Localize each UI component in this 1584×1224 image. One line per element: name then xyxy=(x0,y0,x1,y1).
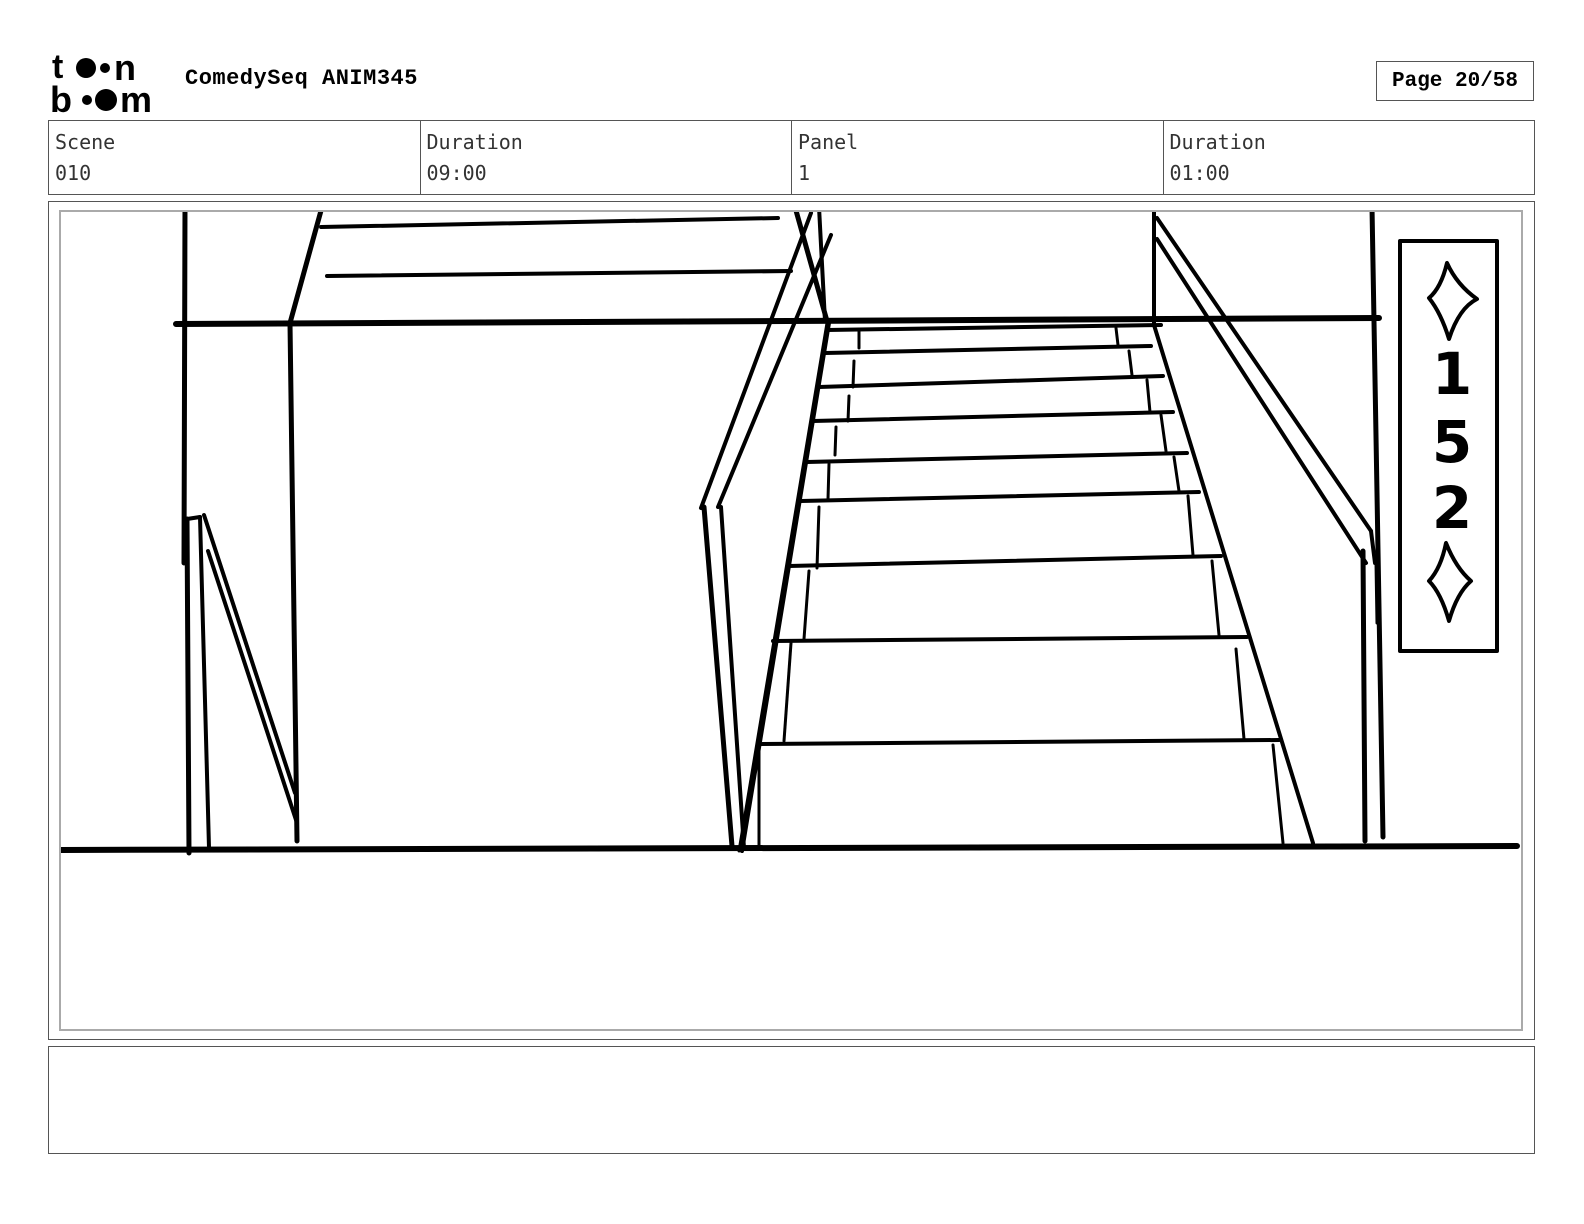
scene-duration-cell: Duration 09:00 xyxy=(421,121,792,194)
sign-digit-5: 5 xyxy=(1431,408,1473,476)
staircase-sketch xyxy=(61,212,1520,856)
sign-digit-2: 2 xyxy=(1431,474,1473,542)
sign-digit-1: 1 xyxy=(1431,340,1473,408)
scene-duration-label: Duration xyxy=(426,130,523,154)
scene-label: Scene xyxy=(55,130,116,154)
sparkle-icon xyxy=(1427,541,1473,623)
svg-text:n: n xyxy=(114,50,136,88)
project-title: ComedySeq ANIM345 xyxy=(185,66,418,91)
storyboard-panel: 1 5 2 xyxy=(48,201,1535,1040)
scene-cell: Scene 010 xyxy=(49,121,421,194)
panel-image-area: 1 5 2 xyxy=(59,210,1523,1031)
svg-text:t: t xyxy=(52,50,63,86)
scene-info-table: Scene 010 Duration 09:00 Panel 1 Duratio… xyxy=(48,120,1535,195)
scene-value: 010 xyxy=(55,161,92,185)
panel-label: Panel xyxy=(798,130,859,154)
page-number: Page 20/58 xyxy=(1376,61,1534,101)
svg-text:m: m xyxy=(120,79,152,116)
scene-duration-value: 09:00 xyxy=(426,161,487,185)
panel-duration-value: 01:00 xyxy=(1169,161,1230,185)
panel-duration-cell: Duration 01:00 xyxy=(1164,121,1535,194)
toon-boom-logo: t n b m xyxy=(50,50,166,116)
svg-text:b: b xyxy=(50,79,72,116)
sparkle-icon xyxy=(1427,261,1479,341)
panel-value: 1 xyxy=(798,161,811,185)
panel-duration-label: Duration xyxy=(1169,130,1266,154)
panel-cell: Panel 1 xyxy=(792,121,1164,194)
panel-notes-box xyxy=(48,1046,1535,1154)
